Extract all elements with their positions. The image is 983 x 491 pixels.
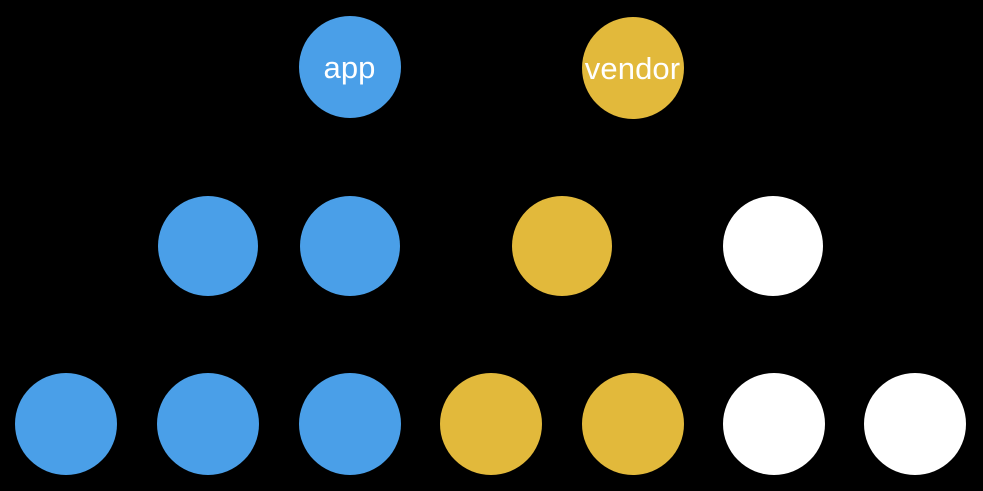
node-circle-bottom-row-1[interactable] — [14, 373, 117, 475]
node-circle-middle-row-4[interactable] — [723, 196, 823, 296]
node-circle-bottom-row-5[interactable] — [581, 373, 684, 475]
node-circle-middle-row-3[interactable] — [511, 196, 612, 296]
node-circle-bottom-row-3[interactable] — [298, 373, 401, 475]
node-circle-bottom-row-4[interactable] — [439, 373, 542, 475]
node-circle-app[interactable]: app — [298, 16, 401, 118]
node-circle-vendor[interactable]: vendor — [581, 17, 684, 119]
node-circle-middle-row-1[interactable] — [157, 196, 258, 296]
node-circle-middle-row-2[interactable] — [299, 196, 400, 296]
node-circle-bottom-row-2[interactable] — [156, 373, 259, 475]
node-circle-bottom-row-6[interactable] — [722, 373, 825, 475]
node-circle-bottom-row-7[interactable] — [863, 373, 966, 475]
node-label: app — [323, 49, 376, 85]
node-label: vendor — [584, 50, 681, 86]
